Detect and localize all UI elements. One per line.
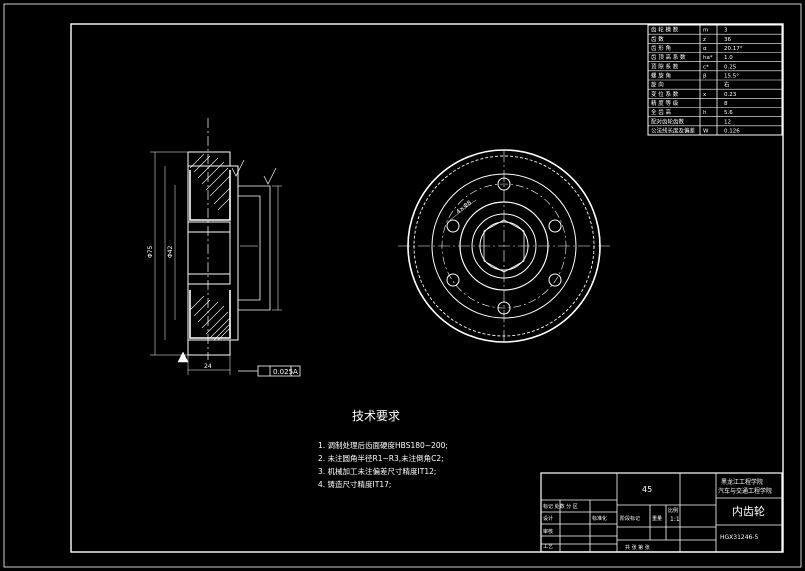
param-name: 螺 旋 角 — [651, 72, 671, 80]
school-line2: 汽车与交通工程学院 — [718, 487, 772, 495]
front-view — [398, 149, 612, 343]
requirement-item: 3. 机械加工未注偏差尺寸精度IT12; — [318, 466, 436, 476]
section-view — [150, 118, 282, 375]
datum-label: A — [293, 368, 298, 376]
param-value: 0.126 — [724, 129, 740, 135]
param-name: 旋 向 — [651, 81, 664, 89]
param-value: 右 — [724, 81, 730, 89]
param-value: 12 — [724, 119, 731, 125]
param-value: 5.6 — [724, 110, 733, 116]
param-symbol: c* — [703, 64, 709, 70]
stage-label: 阶段标记 — [620, 515, 640, 522]
outer-frame — [3, 3, 802, 568]
param-symbol: ha* — [703, 55, 713, 61]
row-check-label: 审核 — [543, 528, 553, 535]
param-symbol: α — [703, 46, 707, 52]
param-name: 变 位 系 数 — [651, 90, 679, 98]
school-line1: 黑龙江工程学院 — [721, 478, 763, 486]
material-label: 45 — [642, 485, 652, 494]
dim-bottom-width: 24 — [204, 363, 212, 370]
param-name: 配对齿轮齿数 — [651, 117, 685, 125]
parameter-table: 齿 轮 模 数 m 3 齿 数 z 36 齿 形 角 α 20.17° 齿 顶 高 系 数 ha* 1… — [647, 24, 783, 136]
param-value: 0.23 — [724, 92, 737, 98]
param-value: 3 — [724, 28, 728, 34]
param-name: 齿 形 角 — [651, 44, 671, 52]
param-symbol: x — [703, 92, 707, 98]
param-name: 顶 隙 系 数 — [651, 62, 679, 70]
row-mark-label: 标记 处数 分 区 — [543, 503, 578, 510]
param-value: 36 — [724, 37, 731, 43]
param-symbol: W — [703, 129, 709, 135]
param-name: 齿 顶 高 系 数 — [651, 53, 686, 61]
dim-left-outer: Φ75 — [147, 245, 154, 258]
requirement-item: 2. 未注圆角半径R1~R3,未注倒角C2; — [318, 453, 444, 463]
dim-hole-callout: 4×Φ8 — [455, 199, 473, 215]
drawing-number: HGX31246-5 — [720, 534, 759, 541]
row-design-label: 设计 — [543, 515, 553, 522]
param-symbol: m — [703, 28, 708, 34]
param-name: 齿 轮 模 数 — [651, 26, 679, 34]
param-symbol: h — [703, 110, 707, 116]
param-name: 精 度 等 级 — [651, 99, 679, 107]
param-name: 齿 数 — [651, 35, 664, 43]
param-value: 8 — [724, 101, 728, 107]
tolerance-frame — [238, 365, 301, 377]
requirements-list: 1. 调制处理后齿面硬度HBS180~200; 2. 未注圆角半径R1~R3,未注… — [318, 440, 448, 489]
param-value: 1.0 — [724, 55, 733, 61]
row-std-label: 标准化 — [592, 515, 607, 522]
sheets-label: 共 张 第 张 — [625, 544, 650, 551]
param-symbol: β — [703, 74, 707, 80]
tech-req-title: 技术要求 — [352, 409, 400, 423]
dim-left-inner: Φ42 — [167, 245, 174, 258]
ratio-label: 比例 — [668, 507, 678, 514]
part-name: 内齿轮 — [732, 504, 765, 518]
weight-label: 重量 — [652, 515, 662, 522]
drawing-border — [70, 23, 784, 553]
param-name: 全 齿 高 — [651, 108, 671, 116]
param-value: 15.5° — [724, 74, 739, 80]
title-block — [540, 472, 783, 553]
param-value: 20.17° — [724, 46, 743, 52]
requirement-item: 4. 铸造尺寸精度IT17; — [318, 479, 391, 489]
param-symbol: z — [703, 37, 706, 43]
row-craft-label: 工艺 — [543, 544, 553, 550]
param-name: 公法线长度及偏差 — [651, 127, 696, 135]
param-value: 0.25 — [724, 64, 737, 70]
scale-value: 1:1 — [670, 516, 680, 523]
requirement-item: 1. 调制处理后齿面硬度HBS180~200; — [318, 440, 448, 450]
tolerance-value: 0.025 — [273, 368, 293, 376]
